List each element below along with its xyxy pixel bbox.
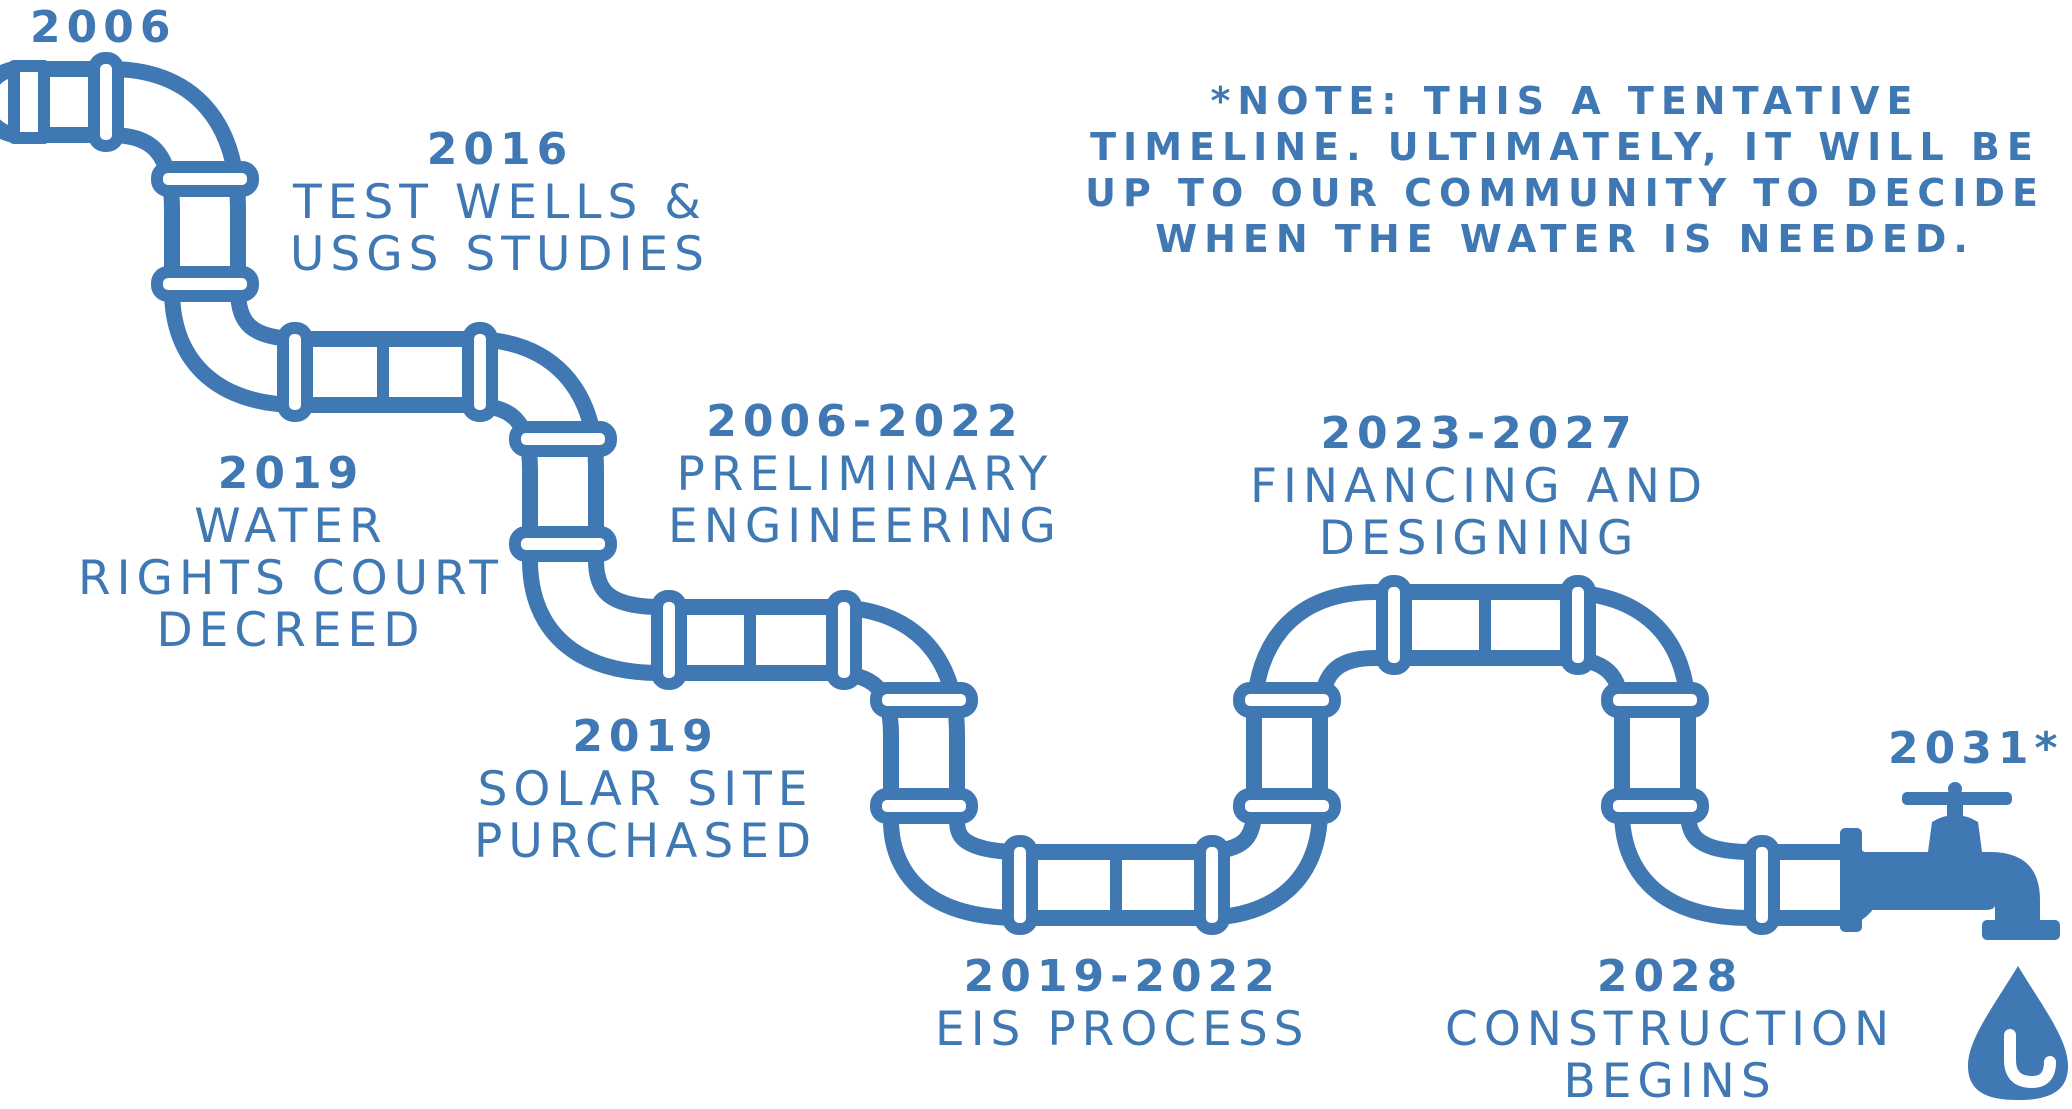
milestone-description: EIS PROCESS: [935, 1002, 1310, 1057]
milestone-description: ENGINEERING: [668, 499, 1062, 554]
pipe-seams: [377, 334, 1491, 923]
milestone-description: FINANCING AND: [1250, 459, 1709, 514]
milestone-year: 2019: [217, 448, 365, 499]
milestone-construction: 2028 CONSTRUCTION BEGINS: [1445, 951, 1896, 1109]
water-drop-icon: [1968, 966, 2068, 1100]
milestone-year: 2031*: [1888, 723, 2064, 774]
milestone-year: 2006: [30, 2, 177, 53]
milestone-test-wells: 2016 TEST WELLS & USGS STUDIES: [290, 124, 710, 282]
milestone-eis-process: 2019-2022 EIS PROCESS: [935, 951, 1310, 1057]
milestone-water-rights: 2019 WATER RIGHTS COURT DECREED: [78, 448, 504, 658]
note-line: TIMELINE. ULTIMATELY, IT WILL BE: [1090, 125, 2040, 169]
milestone-description: USGS STUDIES: [290, 227, 710, 282]
milestone-description: RIGHTS COURT: [78, 551, 504, 606]
note-line: WHEN THE WATER IS NEEDED.: [1155, 217, 1975, 261]
milestone-year: 2016: [426, 124, 574, 175]
milestone-description: CONSTRUCTION: [1445, 1002, 1896, 1057]
milestone-solar-site: 2019 SOLAR SITE PURCHASED: [474, 711, 818, 869]
milestone-description: WATER: [194, 499, 388, 554]
faucet-icon: [1840, 782, 2060, 940]
milestone-description: SOLAR SITE: [477, 762, 814, 817]
milestone-2031-completion: 2031*: [1888, 727, 2063, 771]
milestone-year: 2006-2022: [706, 396, 1024, 447]
milestone-description: PRELIMINARY: [676, 447, 1054, 502]
milestone-2006-start: 2006: [30, 6, 176, 50]
milestone-year: 2028: [1596, 951, 1744, 1002]
note-line: UP TO OUR COMMUNITY TO DECIDE: [1085, 171, 2045, 215]
tentative-timeline-note: *NOTE: THIS A TENTATIVE TIMELINE. ULTIMA…: [1040, 78, 2072, 262]
milestone-description: TEST WELLS &: [293, 175, 707, 230]
milestone-year: 2019-2022: [963, 951, 1281, 1002]
note-line: *NOTE: THIS A TENTATIVE: [1210, 79, 1920, 123]
milestone-description: DESIGNING: [1318, 511, 1640, 566]
milestone-year: 2023-2027: [1320, 408, 1638, 459]
pipe-joints: [88, 52, 1780, 935]
milestone-year: 2019: [572, 711, 719, 762]
milestone-financing: 2023-2027 FINANCING AND DESIGNING: [1250, 408, 1709, 566]
pipeline-icon: [0, 60, 1881, 926]
milestone-description: BEGINS: [1563, 1054, 1777, 1109]
milestone-preliminary-engineering: 2006-2022 PRELIMINARY ENGINEERING: [668, 396, 1062, 554]
milestone-description: PURCHASED: [474, 814, 818, 869]
milestone-description: DECREED: [156, 603, 426, 658]
